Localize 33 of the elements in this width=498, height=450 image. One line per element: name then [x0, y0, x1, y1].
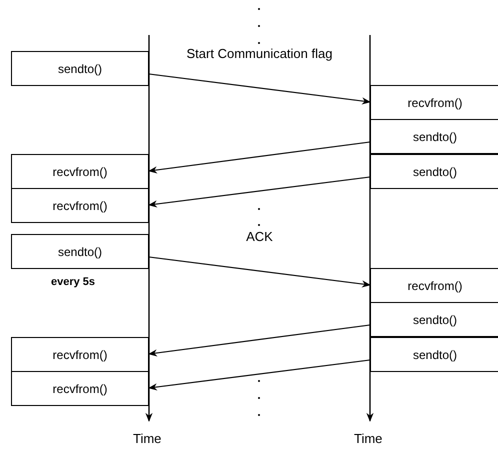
function-box: [11, 188, 149, 223]
function-name: recvfrom(): [52, 164, 108, 178]
function-box: [11, 337, 149, 372]
function-name: sendto(): [58, 244, 102, 258]
function-name: recvfrom(): [52, 382, 108, 396]
axis-label: Time: [354, 431, 382, 446]
function-box: [11, 371, 149, 406]
function-name: recvfrom(): [52, 198, 108, 212]
function-name: sendto(): [412, 348, 458, 362]
function-name: sendto(): [412, 312, 458, 326]
function-box: [370, 268, 498, 303]
function-box: [11, 234, 149, 269]
message-arrow: [148, 141, 370, 174]
function-name: sendto(): [58, 62, 102, 76]
function-box: [370, 302, 498, 337]
function-box: [370, 119, 498, 154]
function-name: recvfrom(): [408, 96, 462, 110]
function-name: recvfrom(): [408, 278, 462, 292]
message-arrow: [148, 73, 371, 105]
function-name: sendto(): [412, 164, 458, 178]
function-box: [11, 154, 149, 189]
axis-label: Time: [133, 431, 162, 446]
function-name: recvfrom(): [52, 348, 108, 362]
function-name: sendto(): [412, 130, 458, 144]
interval-note: every 5s: [51, 276, 96, 288]
message-arrow: [148, 359, 370, 391]
function-box: [370, 337, 498, 372]
message-arrow: [148, 176, 370, 208]
function-box: [370, 85, 498, 120]
function-box: [11, 51, 149, 86]
message-arrow: [148, 256, 371, 288]
function-box: [370, 154, 498, 189]
message-arrow: [148, 324, 370, 357]
